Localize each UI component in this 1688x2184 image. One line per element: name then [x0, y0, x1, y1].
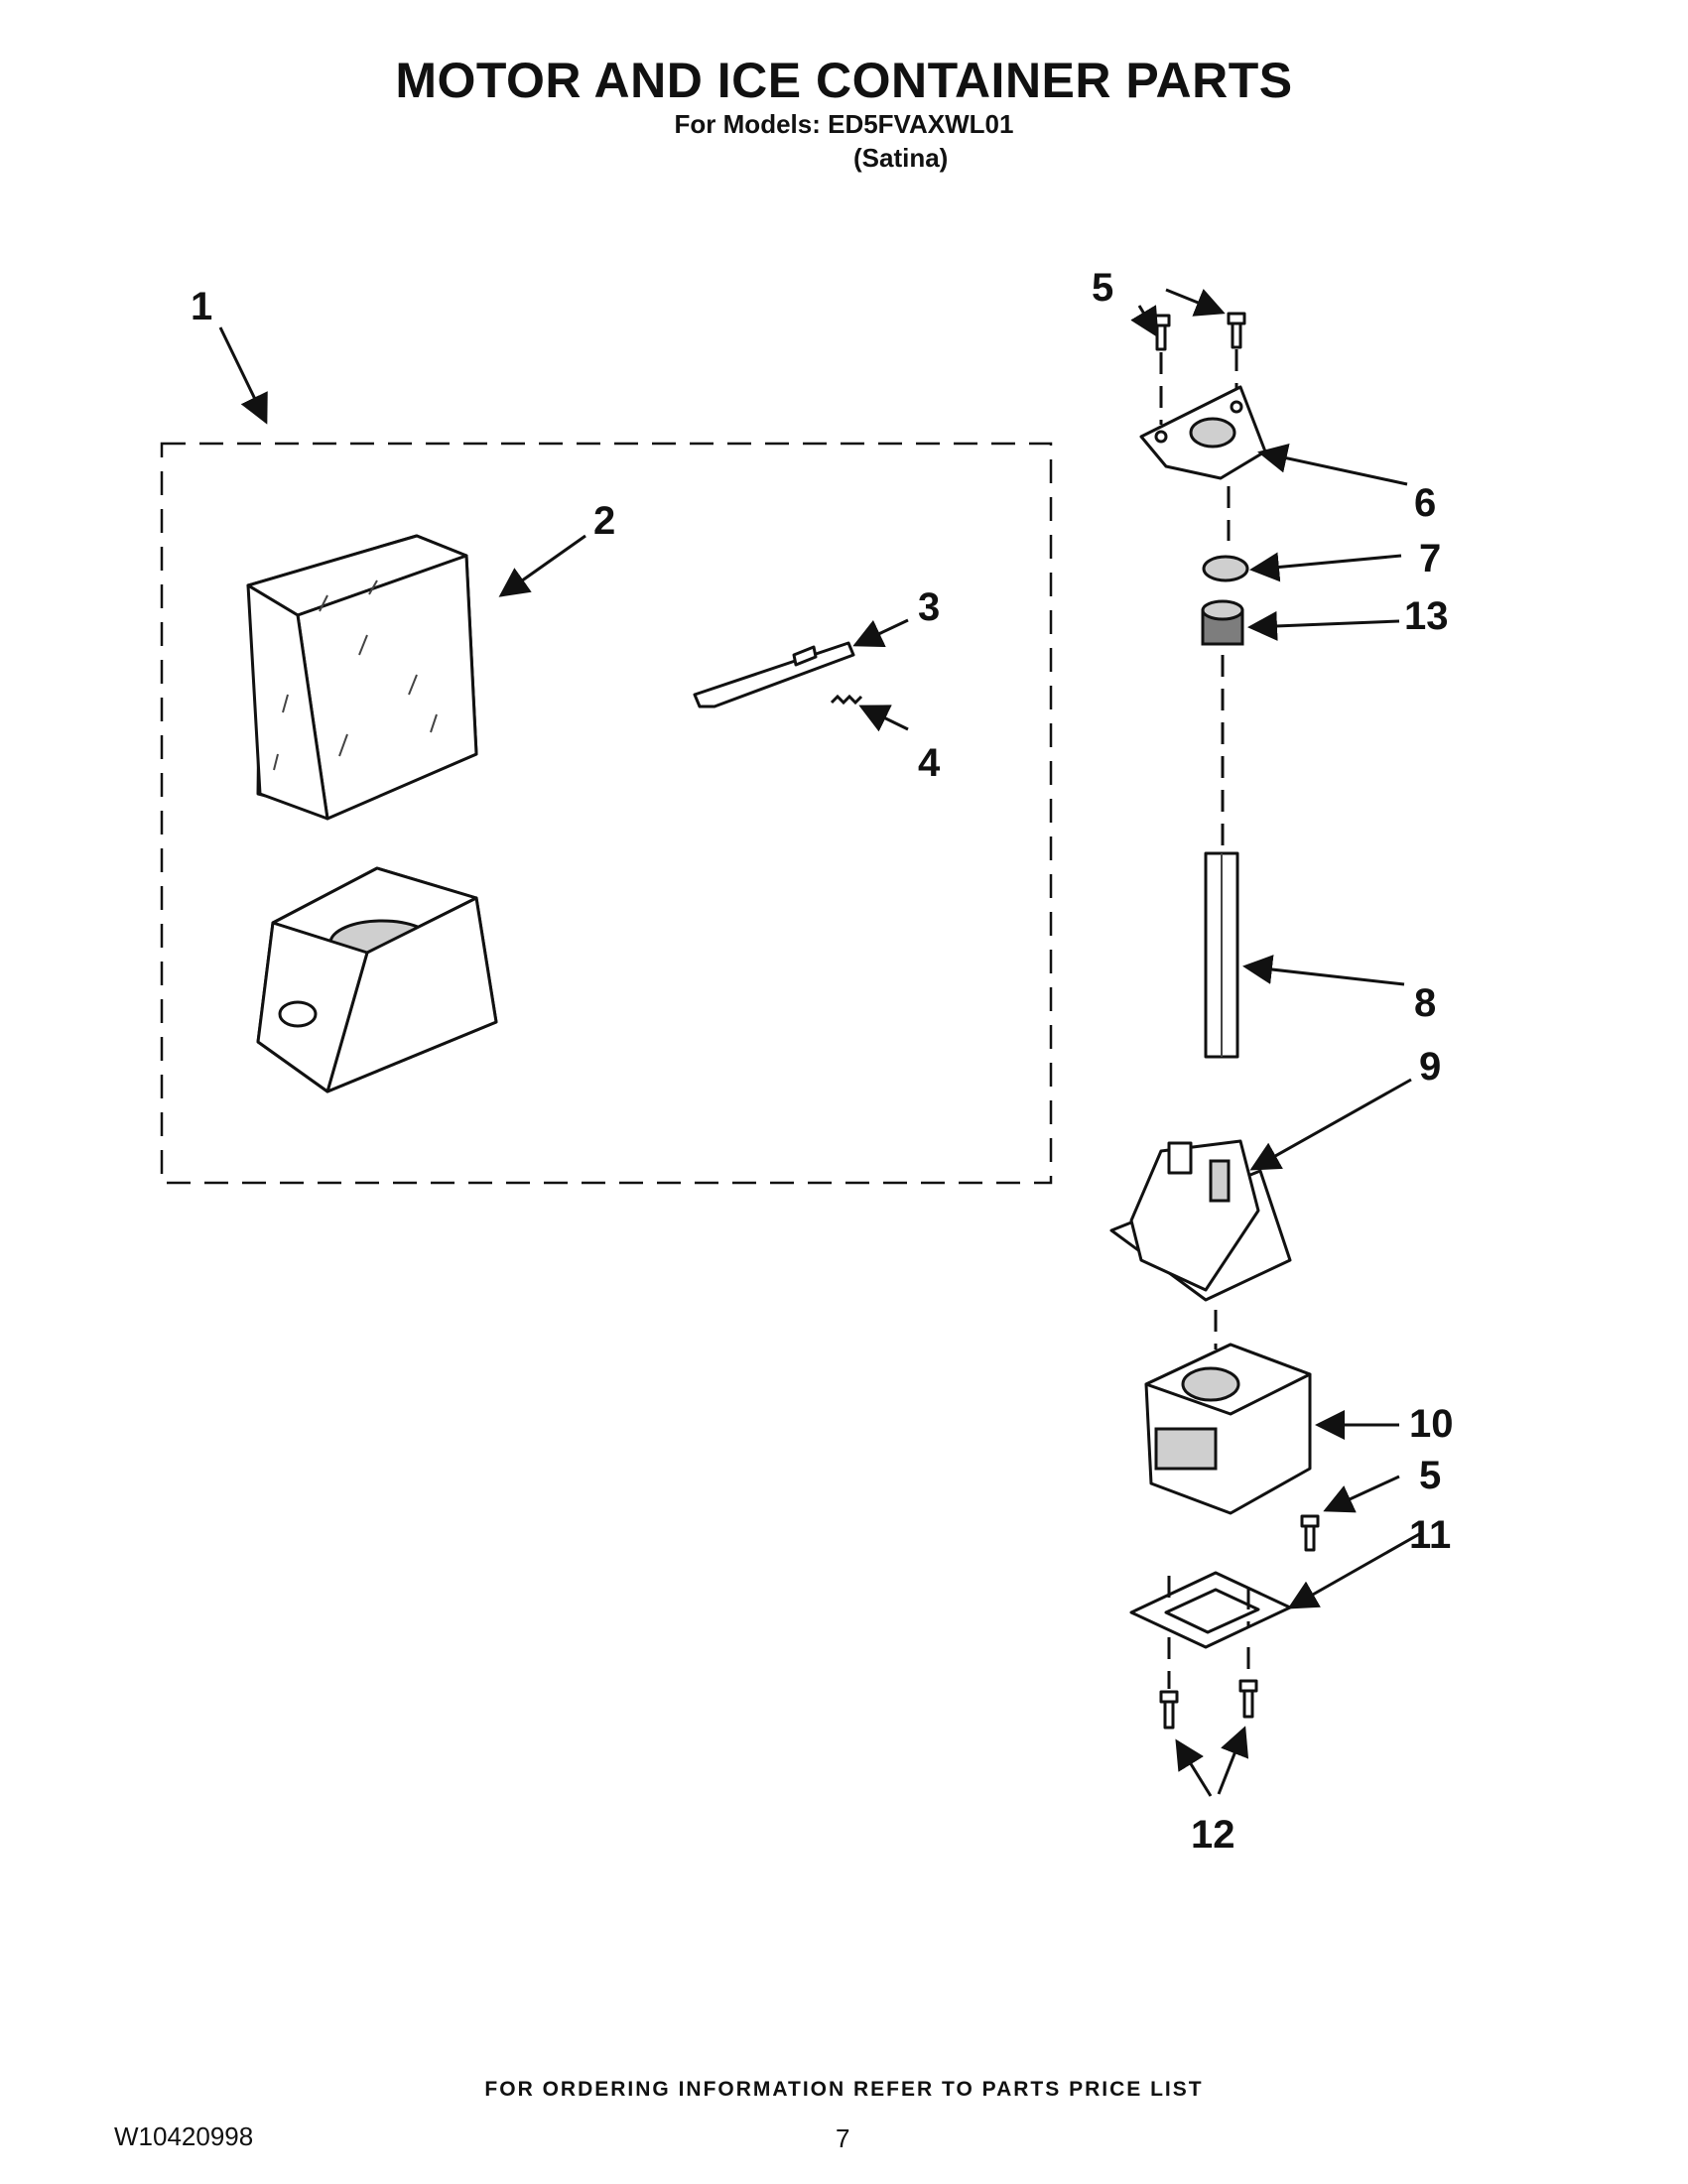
deflector-bracket-part[interactable]: [693, 641, 855, 708]
washer-part[interactable]: [1202, 555, 1249, 582]
drive-motor-part[interactable]: [1144, 1343, 1312, 1515]
screw-top-right-part[interactable]: [1227, 312, 1246, 349]
callout-12: 12: [1191, 1813, 1235, 1857]
ice-bucket-part[interactable]: [246, 534, 478, 821]
ice-container-base-part[interactable]: [256, 866, 498, 1093]
screw-12-left-part[interactable]: [1159, 1690, 1179, 1730]
models-line: For Models: ED5FVAXWL01: [674, 109, 1014, 139]
page-title: MOTOR AND ICE CONTAINER PARTS: [395, 53, 1293, 108]
ice-container-assembly-group: [160, 442, 1053, 1185]
callout-1: 1: [191, 285, 212, 328]
motor-gasket-part[interactable]: [1129, 1571, 1292, 1649]
leader-lines: [218, 288, 1422, 1797]
callout-3: 3: [918, 585, 940, 629]
callout-9: 9: [1419, 1045, 1441, 1089]
motor-cover-part[interactable]: [1109, 1139, 1292, 1302]
callout-4: 4: [918, 741, 941, 785]
screw-12-right-part[interactable]: [1238, 1679, 1258, 1719]
callout-5-top: 5: [1092, 266, 1113, 310]
page-number: 7: [836, 2123, 850, 2153]
callout-8: 8: [1414, 981, 1436, 1025]
bearing-part[interactable]: [1201, 599, 1244, 646]
spring-part[interactable]: [830, 694, 863, 706]
callout-11: 11: [1409, 1513, 1451, 1557]
motor-mount-bracket-part[interactable]: [1139, 385, 1267, 480]
callout-10: 10: [1409, 1402, 1454, 1446]
callout-2: 2: [593, 499, 615, 543]
document-number: W10420998: [114, 2121, 254, 2151]
callout-7: 7: [1419, 537, 1441, 580]
callout-13: 13: [1404, 594, 1449, 638]
model-variant: (Satina): [853, 143, 949, 173]
screw-bottom-part[interactable]: [1300, 1514, 1320, 1552]
auger-shaft-part[interactable]: [1204, 851, 1239, 1059]
callout-5-bottom: 5: [1419, 1454, 1441, 1497]
ordering-note: FOR ORDERING INFORMATION REFER TO PARTS …: [484, 2078, 1204, 2101]
callout-6: 6: [1414, 481, 1436, 525]
